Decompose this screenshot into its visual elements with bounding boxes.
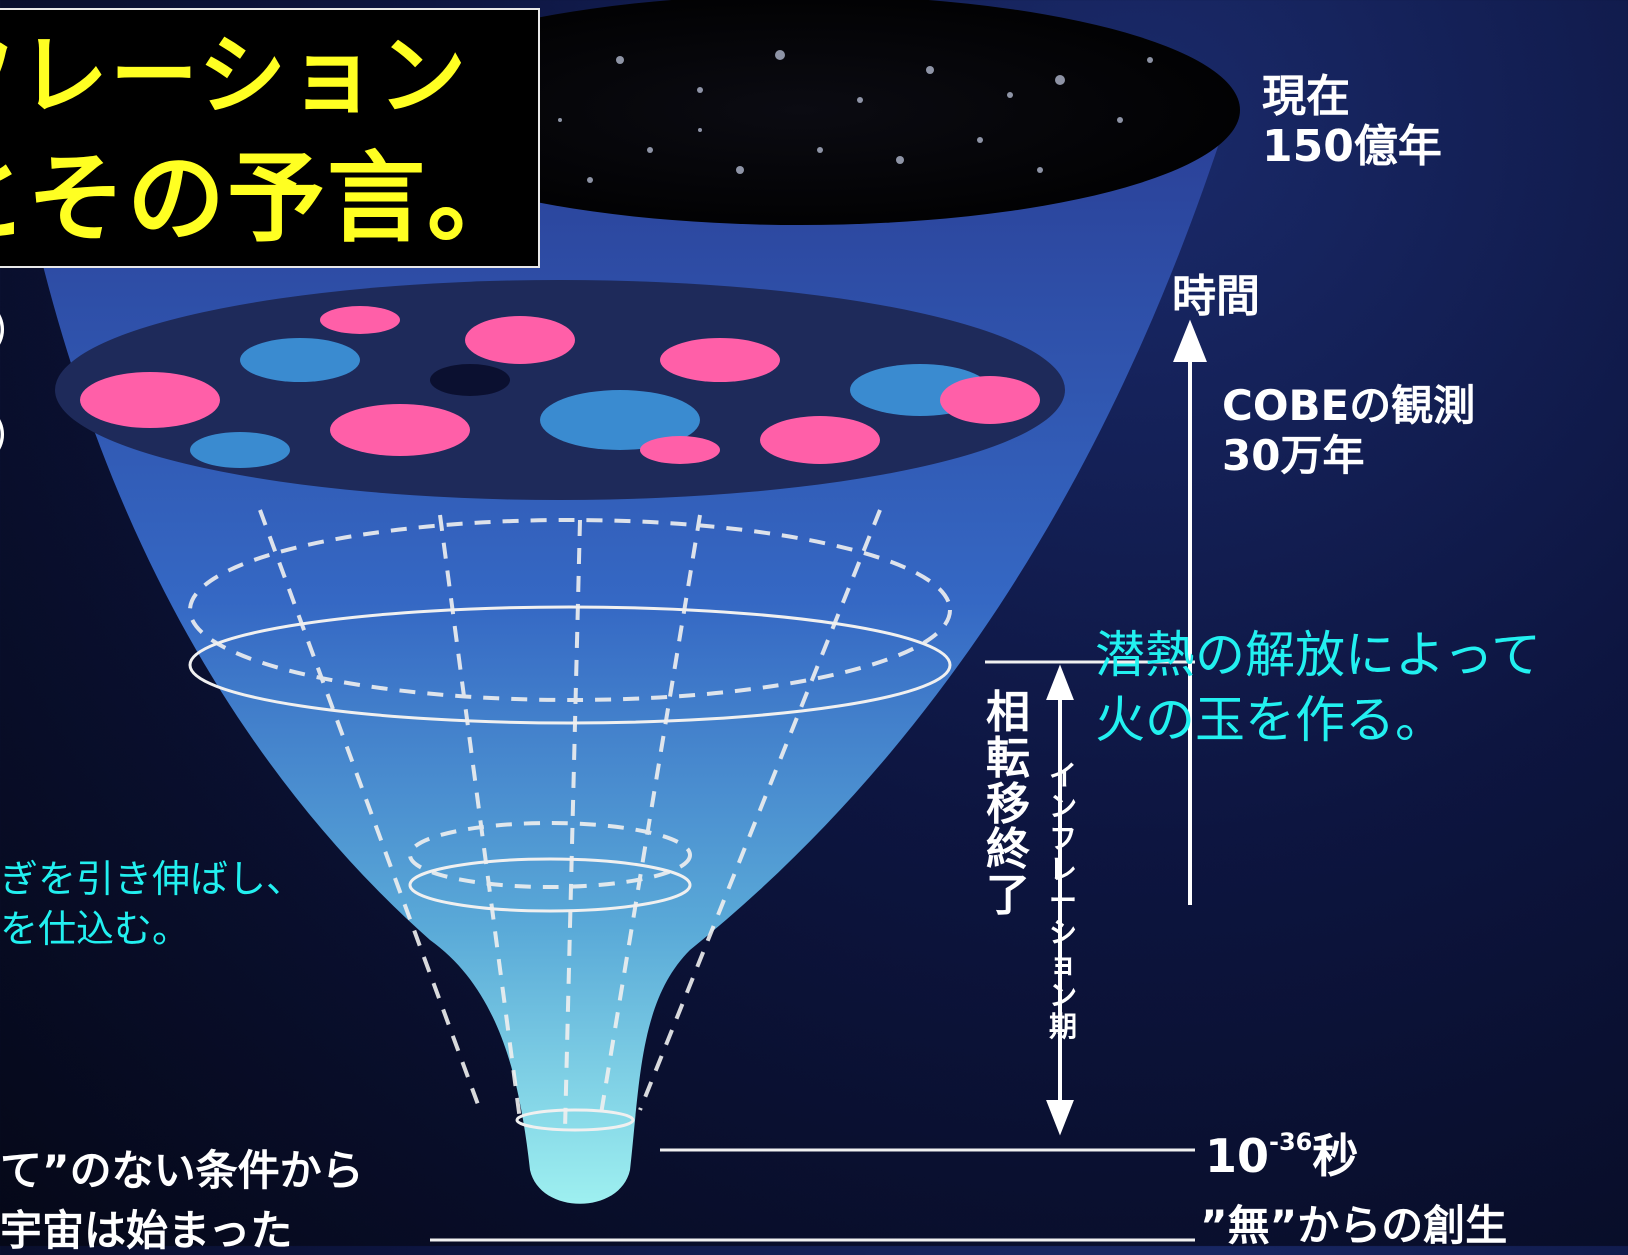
note-latent-heat-2: 火の玉を作る。 xyxy=(1095,691,1445,749)
note-fluctuation-1: ぎを引き伸ばし、 xyxy=(0,857,305,901)
label-inflation-period: インフレーション期 xyxy=(1048,759,1077,1043)
time-exponent: -36 xyxy=(1269,1128,1313,1156)
epoch-marker-lines xyxy=(430,660,1195,1242)
label-now-age: 150億年 xyxy=(1262,121,1442,172)
title-line-1: フレーション xyxy=(0,24,469,127)
inflation-period-arrow xyxy=(1046,664,1074,1136)
note-bottom-1: て”のない条件から xyxy=(0,1146,364,1195)
label-cobe-age: 30万年 xyxy=(1222,431,1365,480)
note-fluctuation-2: を仕込む。 xyxy=(0,907,191,951)
galaxy-dots xyxy=(558,50,1153,183)
label-inflation-time: 10-36秒 xyxy=(1205,1130,1358,1179)
note-latent-heat-1: 潜熱の解放によって xyxy=(1095,626,1541,684)
cmb-fluctuations xyxy=(80,306,1040,468)
cone-solid-rings xyxy=(188,605,952,1132)
title-box xyxy=(0,8,540,268)
label-creation: ”無”からの創生 xyxy=(1200,1201,1508,1250)
label-cobe: COBEの観測 xyxy=(1222,381,1476,430)
left-marker-1: ） xyxy=(0,295,36,361)
title-line-2: とその予言。 xyxy=(0,142,528,256)
label-now: 現在 xyxy=(1262,71,1350,122)
time-axis-arrow xyxy=(1173,319,1207,905)
present-universe-disk xyxy=(360,0,1240,225)
left-marker-2: ） xyxy=(0,400,36,466)
time-base: 10 xyxy=(1205,1129,1270,1183)
time-unit: 秒 xyxy=(1312,1129,1359,1183)
label-phase-transition-end: 相転移終了 xyxy=(986,687,1030,921)
cone-grid-dashed xyxy=(188,509,952,1131)
note-bottom-2: 宇宙は始まった xyxy=(0,1206,293,1255)
label-time-axis: 時間 xyxy=(1172,271,1260,322)
